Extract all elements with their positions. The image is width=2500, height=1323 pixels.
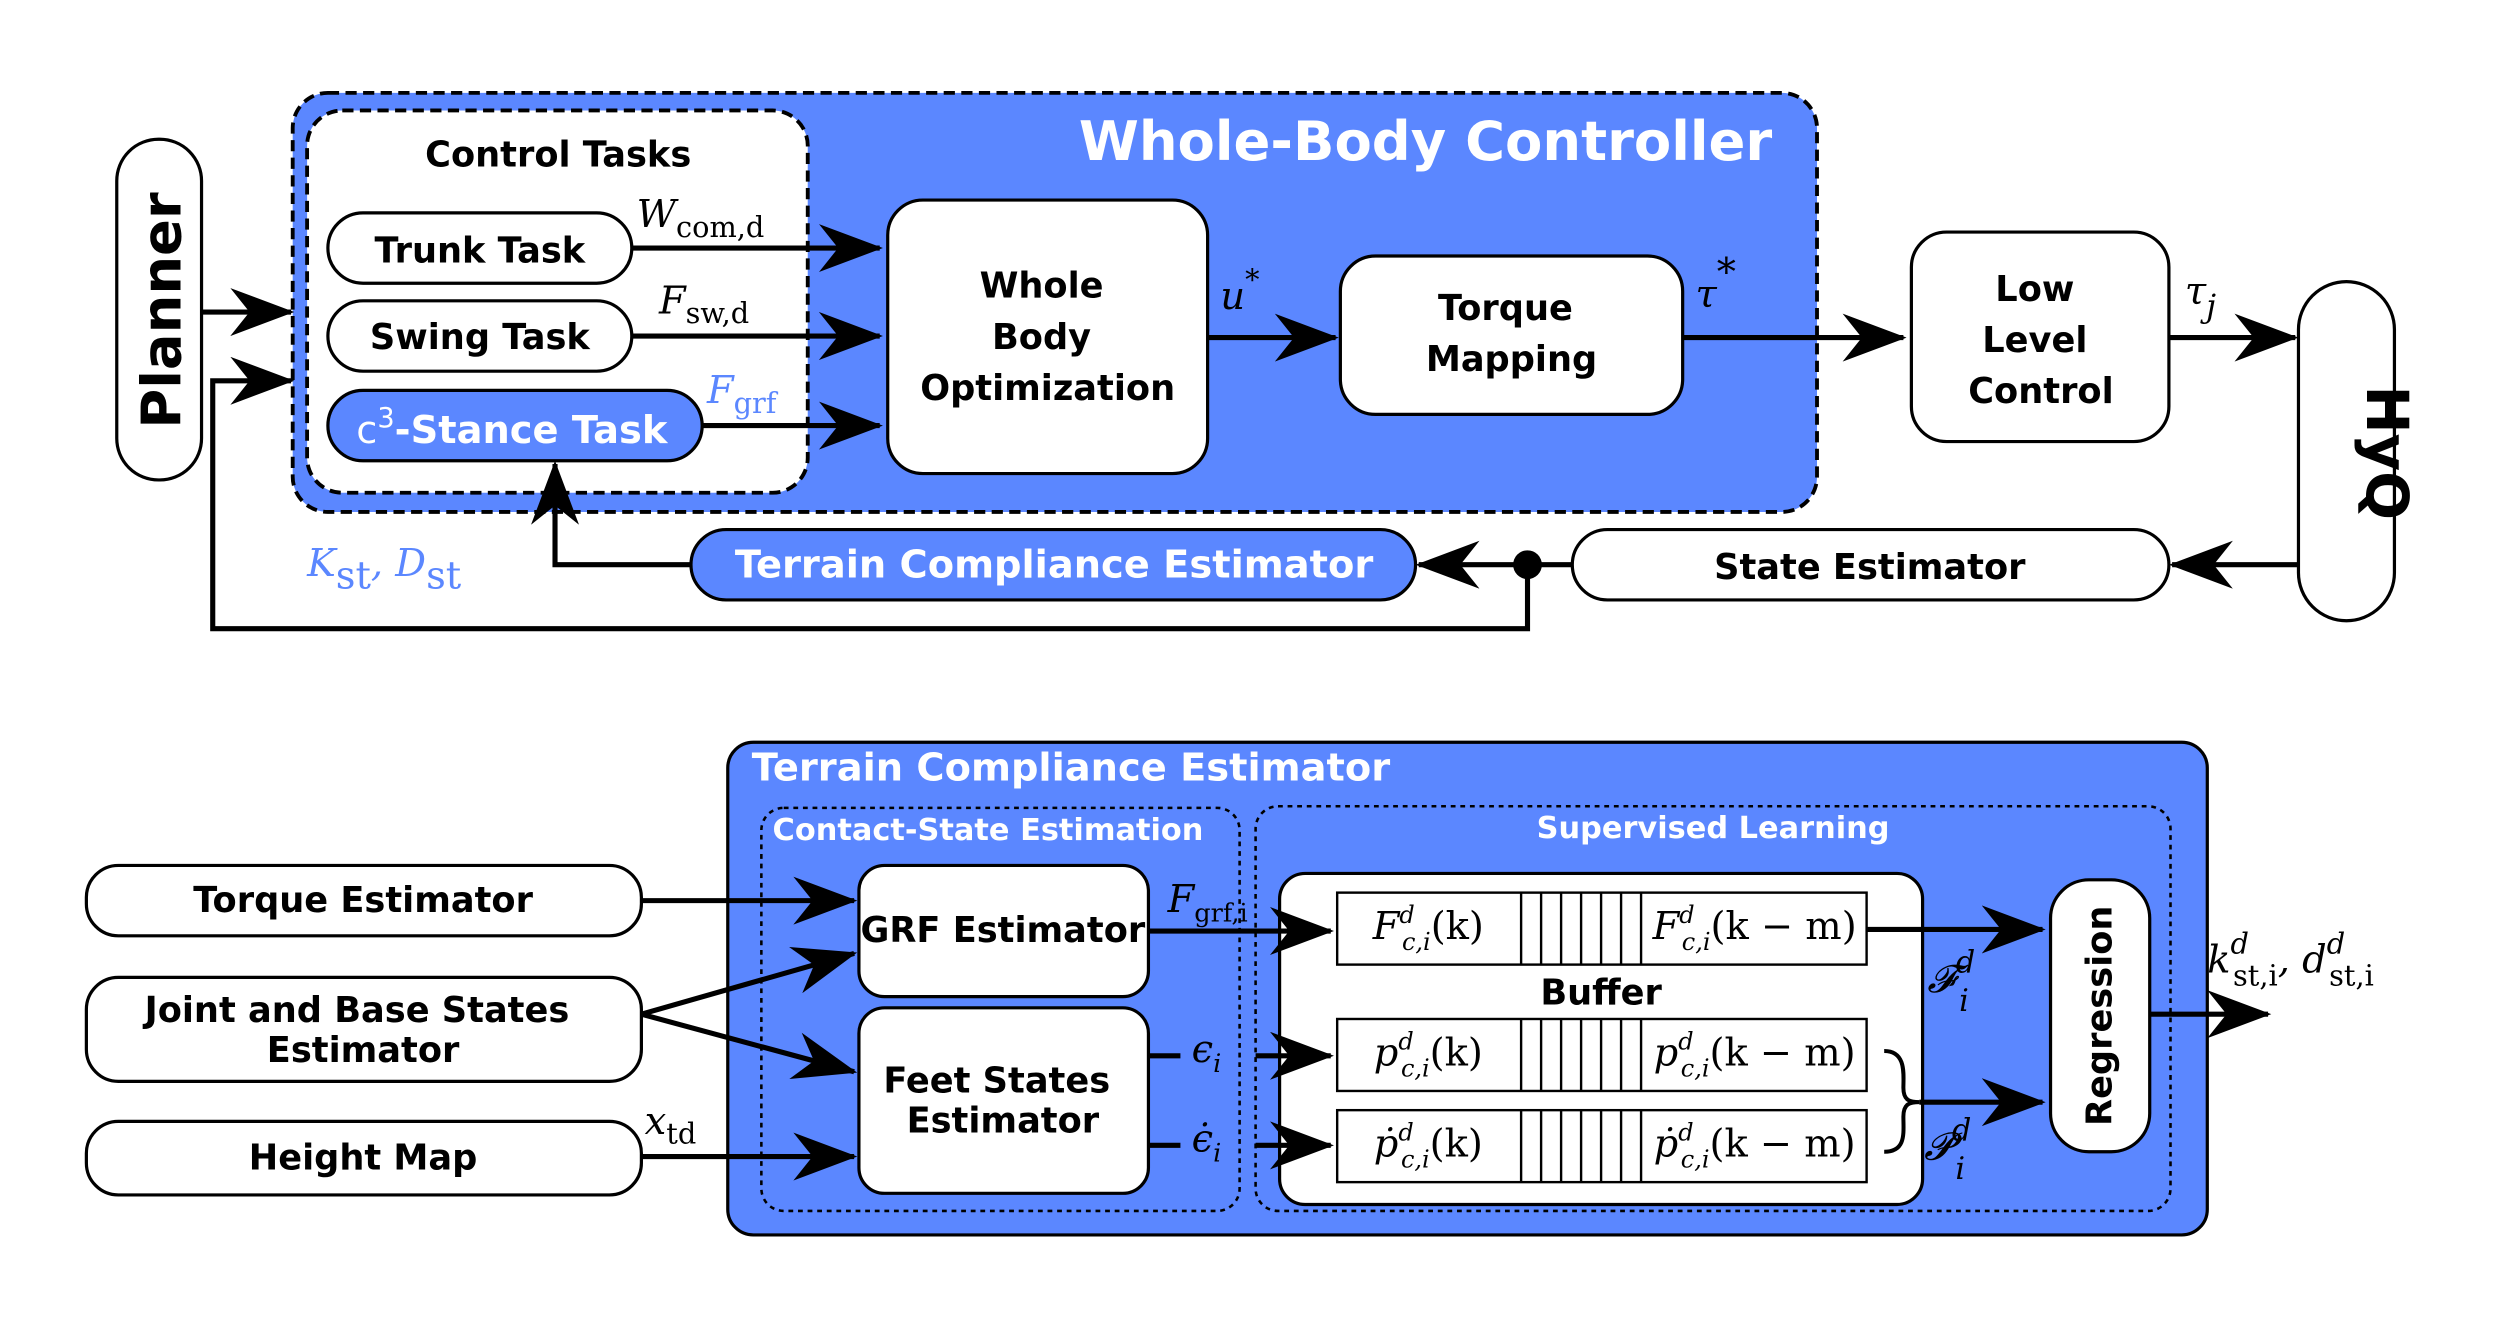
sl-title: Supervised Learning [1537,811,1890,846]
hyq-robot-block[interactable]: HyQ [2296,280,2420,623]
wbo-label: Whole Body Optimization [920,266,1175,409]
torque-mapping-block[interactable]: Torque Mapping [1338,254,1685,416]
w-com-label: Wcom,d [637,192,765,244]
whole-body-optimization-block[interactable]: Whole Body Optimization [886,198,1210,476]
regression-block[interactable]: Regression [2048,878,2152,1154]
cse-title: Contact-State Estimation [773,813,1204,848]
low-level-control-label: Low Level Control [1968,269,2113,412]
state-feedback-to-controller-arrow [210,356,1531,632]
kst-dst-label: Kst, Dst [306,541,462,599]
supervised-learning-group: Supervised Learning [1254,804,2172,1213]
grf-estimator-label: GRF Estimator [860,910,1145,951]
feet-states-estimator-block[interactable]: Feet States Estimator [857,1006,1151,1195]
swing-task-block[interactable]: Swing Task [326,299,634,373]
f-sw-label: Fsw,d [658,279,749,331]
torque-estimator-block[interactable]: Torque Estimator [84,863,643,938]
contact-state-estimation-group: Contact-State Estimation [760,806,1241,1213]
low-level-control-block[interactable]: Low Level Control [1909,230,2171,444]
torque-estimator-label: Torque Estimator [193,880,533,921]
eps-i-label: ϵi [1192,1027,1222,1079]
trunk-task-label: Trunk Task [374,230,586,271]
planner-label: Planner [131,192,194,428]
c3-stance-task-label: c3-Stance Task [356,403,669,453]
u-star-label: u* [1220,263,1259,319]
eps-dot-i-label: ϵ̇i [1192,1117,1222,1169]
state-estimator-label: State Estimator [1714,547,2026,588]
hyq-label: HyQ [2353,385,2420,520]
trunk-task-block[interactable]: Trunk Task [326,211,634,285]
wbc-title: Whole-Body Controller [1079,110,1773,173]
terrain-compliance-estimator-label: Terrain Compliance Estimator [735,543,1373,588]
grf-estimator-block[interactable]: GRF Estimator [857,863,1151,999]
height-map-block[interactable]: Height Map [84,1119,643,1197]
f-grf-label: Fgrf [706,368,779,420]
tau-j-label: τj [2185,269,2216,325]
tce-detail-title: Terrain Compliance Estimator [752,746,1390,791]
swing-task-label: Swing Task [370,317,591,358]
torque-mapping-label: Torque Mapping [1426,288,1597,380]
joint-to-feet-arrow [640,1011,858,1080]
buffer-label: Buffer [1540,973,1662,1014]
tau-star-label: τ* [1695,250,1735,317]
tce-to-stance-task-arrow [531,460,691,568]
joint-base-states-estimator-block[interactable]: Joint and Base States Estimator [84,975,643,1083]
control-tasks-title: Control Tasks [425,134,691,175]
f-grf-i-label: Fgrf,i [1167,877,1248,929]
regression-label: Regression [2079,906,2120,1126]
planner-block[interactable]: Planner [115,137,204,482]
joint-to-grf-arrow [640,947,858,1017]
feet-states-estimator-label: Feet States Estimator [883,1061,1122,1142]
joint-base-states-estimator-label: Joint and Base States Estimator [143,990,582,1071]
x-td-label: xtd [645,1099,697,1151]
terrain-compliance-estimator-block[interactable]: Terrain Compliance Estimator [689,527,1418,602]
state-estimator-block[interactable]: State Estimator [1570,527,2171,602]
c3-stance-task-block[interactable]: c3-Stance Task [326,388,704,463]
height-map-label: Height Map [249,1137,478,1178]
